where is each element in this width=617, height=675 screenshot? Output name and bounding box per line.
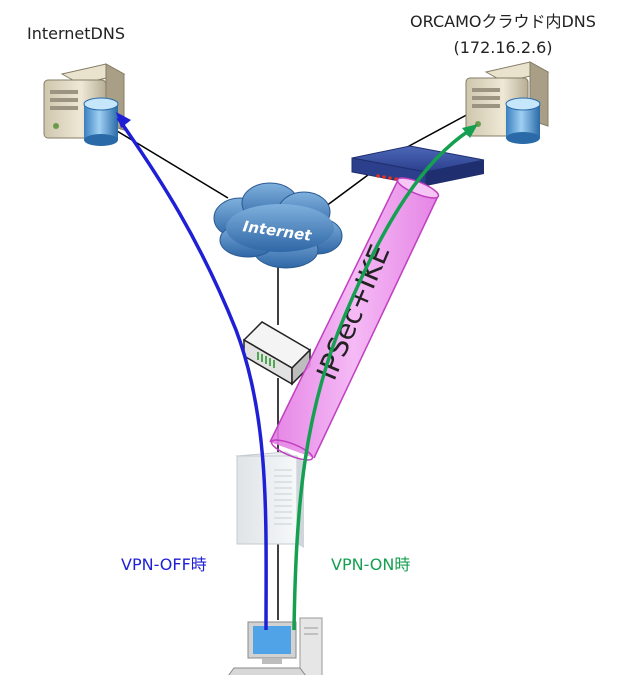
client-desktop-pc-icon <box>228 617 323 675</box>
vpn-appliance-tower-icon <box>235 451 304 548</box>
internet-dns-label: InternetDNS <box>27 24 125 43</box>
orcamo-dns-ip-label: (172.16.2.6) <box>454 38 553 57</box>
vpn-off-path <box>116 112 268 631</box>
link-internetdns-cloud <box>111 127 229 199</box>
vpn-on-path <box>292 124 478 631</box>
vpn-on-label: VPN-ON時 <box>331 555 410 574</box>
broadband-router-icon <box>242 321 312 386</box>
orcamo-dns-server-icon <box>465 61 550 144</box>
orcamo-dns-label: ORCAMOクラウド内DNS <box>410 12 596 31</box>
internet-cloud-icon: Internet <box>213 182 343 269</box>
link-gateway-orcamodns <box>397 111 473 153</box>
internet-dns-server-icon <box>43 63 126 146</box>
vpn-gateway-router-icon <box>351 145 485 187</box>
vpn-off-label: VPN-OFF時 <box>121 555 207 574</box>
